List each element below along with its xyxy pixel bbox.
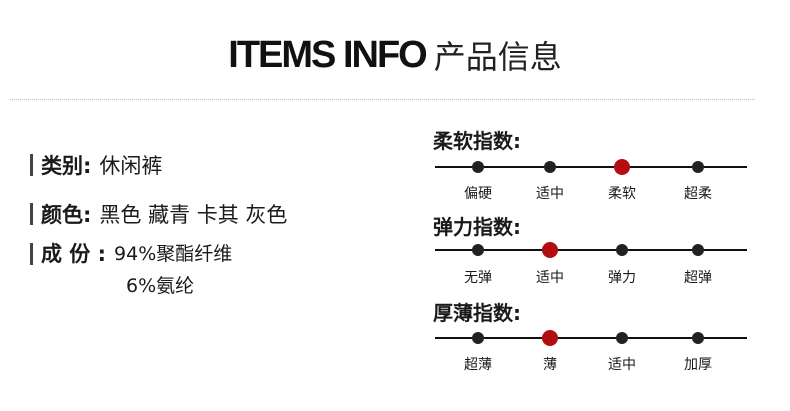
scale-dot — [472, 332, 484, 344]
scale-option-label: 适中 — [536, 186, 564, 202]
scale-title: 弹力指数: — [433, 215, 521, 239]
scale-dot — [472, 161, 484, 173]
scale-dot-selected — [542, 242, 558, 258]
category-label: 类别: — [41, 154, 92, 178]
info-color: 颜色: 黑色 藏青 卡其 灰色 — [30, 199, 287, 229]
scale-option-label: 超薄 — [464, 357, 492, 373]
scale-dot — [544, 161, 556, 173]
scale-option-label: 超弹 — [684, 270, 712, 286]
scale-option-label: 薄 — [543, 357, 557, 373]
scale-option-label: 适中 — [536, 270, 564, 286]
title-cn: 产品信息 — [433, 38, 562, 76]
composition-line: 94%聚酯纤维 — [114, 243, 233, 265]
scale-title: 厚薄指数: — [433, 301, 521, 325]
color-label: 颜色: — [41, 203, 92, 227]
scale-track — [435, 166, 747, 168]
label-bar — [30, 203, 33, 225]
label-bar — [30, 243, 33, 265]
scale-option-label: 加厚 — [684, 357, 712, 373]
scale-track — [435, 249, 747, 251]
scale-dot-selected — [614, 159, 630, 175]
scale-option-label: 超柔 — [684, 186, 712, 202]
scale-option-label: 弹力 — [608, 270, 636, 286]
scale-dot — [472, 244, 484, 256]
category-value: 休闲裤 — [99, 154, 163, 178]
scale-title: 柔软指数: — [433, 129, 521, 153]
scale-option-label: 无弹 — [464, 270, 492, 286]
header: ITEMS INFO 产品信息 — [0, 30, 790, 80]
composition-values: 94%聚酯纤维 6%氨纶 — [114, 238, 232, 302]
info-category: 类别: 休闲裤 — [30, 150, 162, 180]
scale-track — [435, 337, 747, 339]
composition-label: 成 份 : — [41, 242, 107, 266]
scale-dot — [692, 332, 704, 344]
scale-dot — [616, 244, 628, 256]
scale-dot — [692, 244, 704, 256]
scale-option-label: 柔软 — [608, 186, 636, 202]
scale-dot — [616, 332, 628, 344]
scale-dot — [692, 161, 704, 173]
scale-dot-selected — [542, 330, 558, 346]
scale-option-label: 偏硬 — [464, 186, 492, 202]
label-bar — [30, 154, 33, 176]
title-en: ITEMS INFO — [228, 33, 427, 76]
scale-option-label: 适中 — [608, 357, 636, 373]
composition-line: 6%氨纶 — [126, 275, 195, 297]
color-value: 黑色 藏青 卡其 灰色 — [99, 203, 288, 227]
info-composition: 成 份 : 94%聚酯纤维 6%氨纶 — [30, 238, 232, 302]
header-divider — [10, 99, 755, 100]
